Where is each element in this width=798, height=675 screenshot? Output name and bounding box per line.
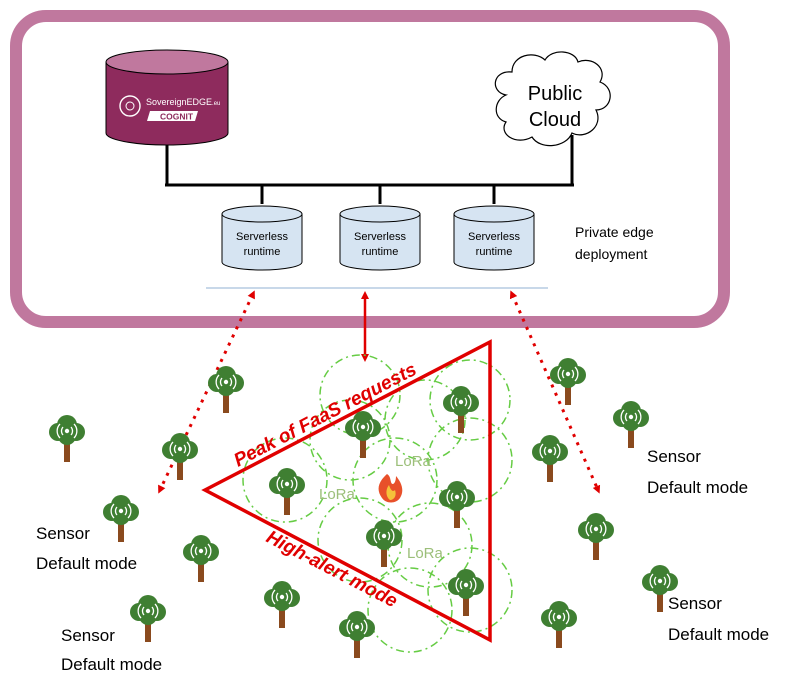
runtime-label-line2: runtime	[476, 246, 513, 258]
tree-sensor-icon	[442, 385, 480, 434]
lora-label: LoRa	[395, 453, 432, 470]
tree-sensor-icon	[577, 512, 615, 561]
brand-badge	[147, 111, 198, 121]
sensor-label-line1: Sensor	[36, 524, 90, 543]
network-bus	[165, 135, 574, 204]
cognit-logo-icon	[119, 95, 141, 117]
runtime-label-line1: Serverless	[236, 231, 288, 243]
runtime-label-line1: Serverless	[468, 231, 520, 243]
runtime-label-line1: Serverless	[354, 231, 406, 243]
sensor-label-line2: Default mode	[61, 655, 162, 674]
cloud-icon: Public Cloud	[494, 51, 611, 147]
tree-sensor-icon	[612, 400, 650, 449]
tree-sensor-icon	[102, 494, 140, 543]
deployment-label-line2: deployment	[575, 246, 647, 262]
sensor-label-line2: Default mode	[668, 625, 769, 644]
tree-sensor-icon	[207, 365, 245, 414]
tree-sensor-icon	[338, 610, 376, 659]
tree-sensor-icon	[549, 357, 587, 406]
fire-icon	[378, 474, 403, 503]
tree-sensor-icon	[447, 568, 485, 617]
tree-sensor-icon	[540, 600, 578, 649]
brand-line1: SovereignEDGE.eu	[146, 97, 220, 107]
sensor-label-line1: Sensor	[61, 626, 115, 645]
tree-sensor-icon	[438, 480, 476, 529]
cloud-label-line2: Cloud	[529, 109, 581, 131]
database-icon: SovereignEDGE.eu COGNIT	[105, 49, 229, 146]
cloud-label-line1: Public	[528, 83, 582, 105]
tree-sensor-icon	[48, 414, 86, 463]
runtime-db-1: Serverless runtime	[221, 205, 303, 271]
runtime-db-2: Serverless runtime	[339, 205, 421, 271]
brand-line2: COGNIT	[160, 112, 194, 122]
deployment-label-line1: Private edge	[575, 224, 654, 240]
lora-label: LoRa	[319, 486, 356, 503]
tree-sensor-icon	[182, 534, 220, 583]
runtime-db-3: Serverless runtime	[453, 205, 535, 271]
sensor-label-line2: Default mode	[647, 478, 748, 497]
lora-label: LoRa	[407, 545, 444, 562]
runtime-label-line2: runtime	[362, 246, 399, 258]
tree-sensor-icon	[263, 580, 301, 629]
tree-sensor-icon	[344, 410, 382, 459]
runtime-label-line2: runtime	[244, 246, 281, 258]
sensor-label-line2: Default mode	[36, 554, 137, 573]
high-alert-zone	[201, 339, 492, 643]
tree-sensor-icon	[268, 467, 306, 516]
sensor-label-line1: Sensor	[647, 447, 701, 466]
sensor-label-line1: Sensor	[668, 594, 722, 613]
tree-sensor-icon	[129, 594, 167, 643]
tree-sensor-icon	[531, 434, 569, 483]
